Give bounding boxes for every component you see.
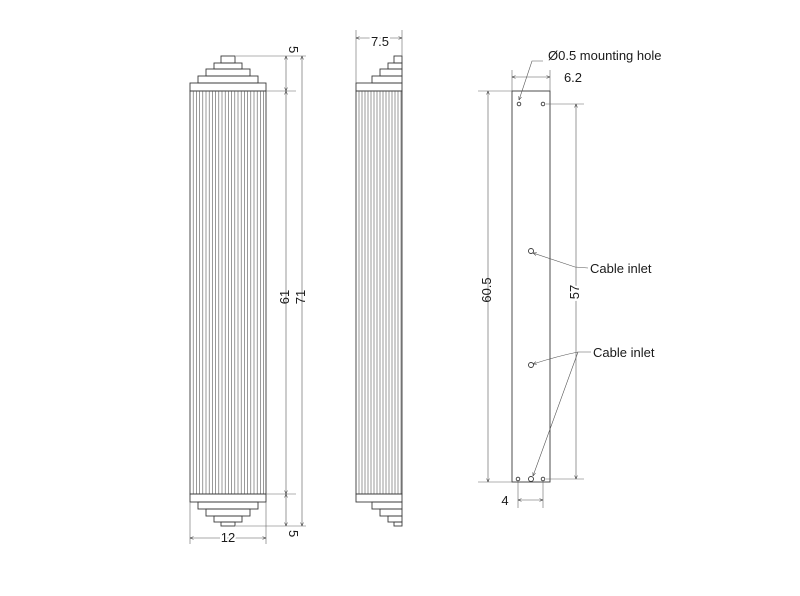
side-top-cap [355,55,403,92]
mounting-plate [511,90,551,483]
dim-hole-spacing-label: 6.2 [564,70,582,85]
dim-hole-distance-label: 57 [567,285,582,299]
mounting-hole-bottom-right [540,476,546,482]
cable-inlet-hole-1 [528,248,534,254]
cable-inlet-label-1: Cable inlet [590,261,652,276]
side-flutes [358,91,402,494]
cable-inlet-label-2: Cable inlet [593,345,655,360]
mounting-hole-label: Ø0.5 mounting hole [548,48,661,63]
dim-plate-length-label: 60.5 [479,277,494,302]
front-view: 5 61 71 5 12 [189,46,308,547]
dim-total-label: 71 [293,290,308,304]
mounting-hole-bottom-left [515,476,521,482]
front-top-cap [189,55,267,92]
cable-inlet-hole-bottom [528,476,534,482]
dim-bottom-cap-label: 5 [286,530,301,537]
mounting-hole-top-right [540,101,546,107]
cable-inlet-hole-2 [528,362,534,368]
dim-bottom-spacing-label: 4 [501,493,508,508]
dim-top-cap-label: 5 [286,46,301,53]
side-bottom-cap [355,493,403,527]
back-view: 6.2 Ø0.5 mounting hole 60.5 57 Cable inl… [478,48,661,508]
side-body [355,90,403,495]
dim-body-label: 61 [277,290,292,304]
dim-depth-label: 7.5 [371,34,389,49]
front-bottom-cap [189,493,267,527]
mounting-hole-top-left [516,101,522,107]
dim-width-label: 12 [221,530,235,545]
side-view: 7.5 [355,30,403,527]
front-flutes [192,91,264,494]
front-body [189,90,267,495]
